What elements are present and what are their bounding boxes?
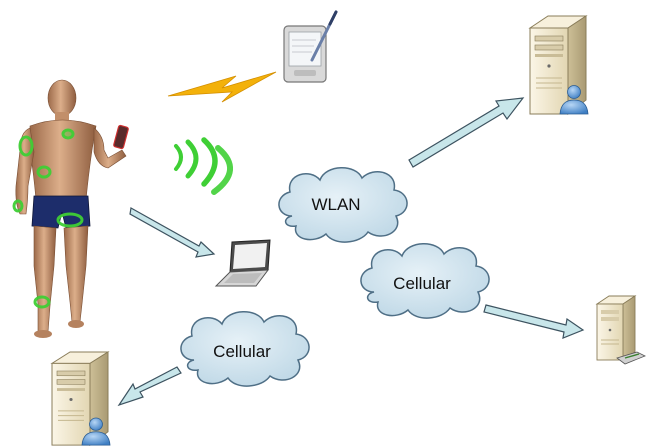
laptop-icon (214, 239, 271, 287)
pda-with-stylus-icon (283, 10, 338, 83)
server-with-drive-icon (595, 295, 646, 365)
body-sensors (12, 128, 84, 309)
wireless-signal-icon (174, 137, 233, 195)
arrow-wlan-to-server (408, 97, 525, 168)
person-with-body-sensors-icon (12, 79, 129, 338)
cloud-cellular-right-label: Cellular (393, 274, 451, 293)
server-top-right (529, 15, 589, 115)
arrow-cellular-to-left-server (117, 366, 182, 407)
cloud-wlan-label: WLAN (311, 195, 360, 214)
cloud-cellular-left-label: Cellular (213, 342, 271, 361)
arrow-person-to-laptop (129, 207, 216, 258)
server-bottom-left (51, 351, 111, 446)
lightning-bolt-icon (167, 71, 277, 103)
arrow-cellular-to-server (483, 304, 585, 339)
